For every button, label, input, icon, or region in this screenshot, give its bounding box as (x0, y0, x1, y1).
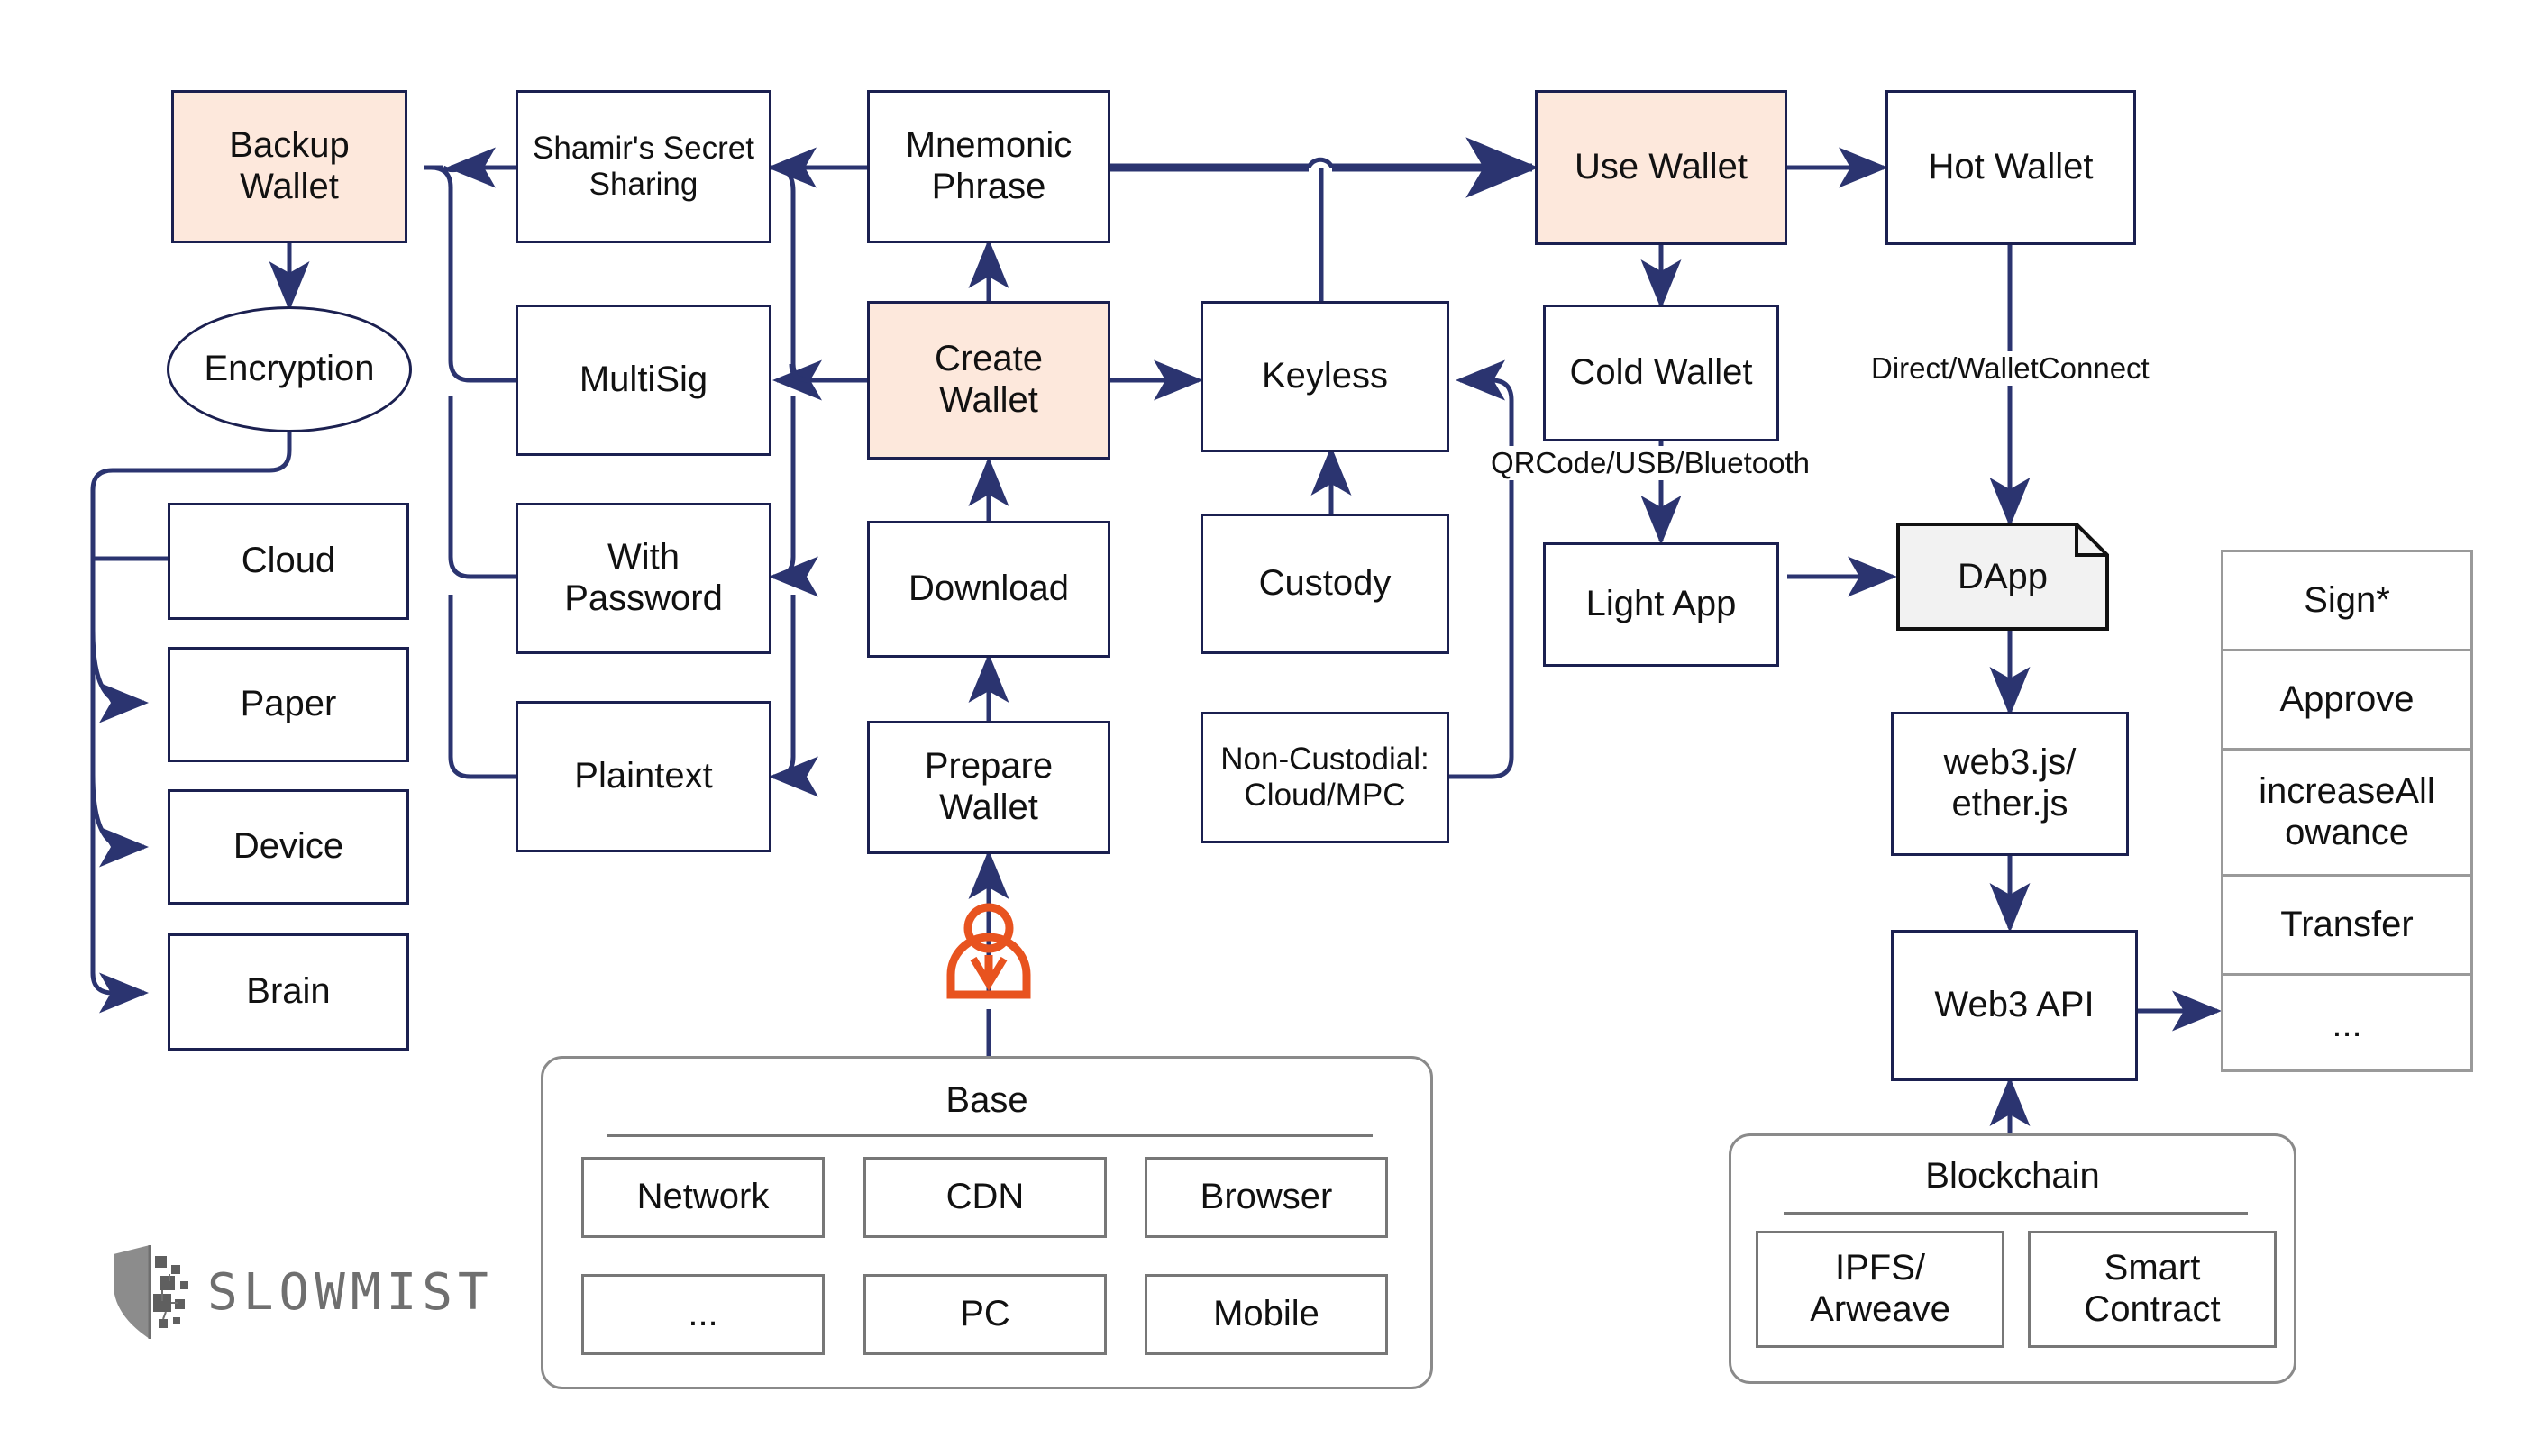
wallet-actions-list: Sign* Approve increaseAll owance Transfe… (2221, 550, 2473, 1072)
node-cold-wallet[interactable]: Cold Wallet (1543, 305, 1779, 441)
node-mnemonic-phrase[interactable]: Mnemonic Phrase (867, 90, 1110, 243)
node-create-wallet[interactable]: Create Wallet (867, 301, 1110, 460)
shield-icon (114, 1245, 188, 1339)
base-group-title: Base (945, 1080, 1028, 1120)
blockchain-group-divider (1784, 1212, 2248, 1215)
base-group-divider (607, 1134, 1373, 1137)
node-keyless[interactable]: Keyless (1201, 301, 1449, 452)
node-custody[interactable]: Custody (1201, 514, 1449, 654)
base-cell-mobile[interactable]: Mobile (1145, 1274, 1388, 1355)
base-cell-more[interactable]: ... (581, 1274, 825, 1355)
list-item[interactable]: Approve (2223, 651, 2470, 751)
node-with-password[interactable]: With Password (516, 503, 771, 654)
node-use-wallet[interactable]: Use Wallet (1535, 90, 1787, 245)
node-encryption[interactable]: Encryption (167, 306, 412, 432)
node-dapp[interactable]: DApp (1896, 523, 2109, 631)
user-actor-icon (939, 901, 1038, 1000)
node-web3js-etherjs[interactable]: web3.js/ ether.js (1891, 712, 2129, 856)
node-brain[interactable]: Brain (168, 933, 409, 1051)
node-backup-wallet[interactable]: Backup Wallet (171, 90, 407, 243)
edge-label-direct-walletconnect: Direct/WalletConnect (1866, 351, 2155, 386)
node-multisig[interactable]: MultiSig (516, 305, 771, 456)
node-download[interactable]: Download (867, 521, 1110, 658)
base-cell-network[interactable]: Network (581, 1157, 825, 1238)
node-plaintext[interactable]: Plaintext (516, 701, 771, 852)
node-web3-api[interactable]: Web3 API (1891, 930, 2138, 1081)
node-paper[interactable]: Paper (168, 647, 409, 762)
list-item[interactable]: Sign* (2223, 552, 2470, 651)
node-light-app[interactable]: Light App (1543, 542, 1779, 667)
node-non-custodial[interactable]: Non-Custodial: Cloud/MPC (1201, 712, 1449, 843)
node-dapp-label: DApp (1957, 556, 2049, 596)
node-cloud[interactable]: Cloud (168, 503, 409, 620)
list-item[interactable]: ... (2332, 1005, 2362, 1045)
blockchain-group-title: Blockchain (1925, 1156, 2100, 1196)
blockchain-cell-smart-contract[interactable]: Smart Contract (2028, 1231, 2277, 1348)
blockchain-cell-ipfs-arweave[interactable]: IPFS/ Arweave (1756, 1231, 2004, 1348)
list-item[interactable]: Transfer (2223, 877, 2470, 976)
base-cell-browser[interactable]: Browser (1145, 1157, 1388, 1238)
list-item[interactable]: increaseAll owance (2223, 751, 2470, 877)
node-device[interactable]: Device (168, 789, 409, 905)
slowmist-logo: SLOWMIST (106, 1242, 494, 1342)
base-cell-pc[interactable]: PC (863, 1274, 1107, 1355)
slowmist-logo-text: SLOWMIST (207, 1262, 494, 1322)
base-cell-cdn[interactable]: CDN (863, 1157, 1107, 1238)
edge-label-qrcode-usb-bluetooth: QRCode/USB/Bluetooth (1485, 446, 1816, 480)
node-hot-wallet[interactable]: Hot Wallet (1885, 90, 2136, 245)
node-prepare-wallet[interactable]: Prepare Wallet (867, 721, 1110, 854)
node-shamir-secret-sharing[interactable]: Shamir's Secret Sharing (516, 90, 771, 243)
